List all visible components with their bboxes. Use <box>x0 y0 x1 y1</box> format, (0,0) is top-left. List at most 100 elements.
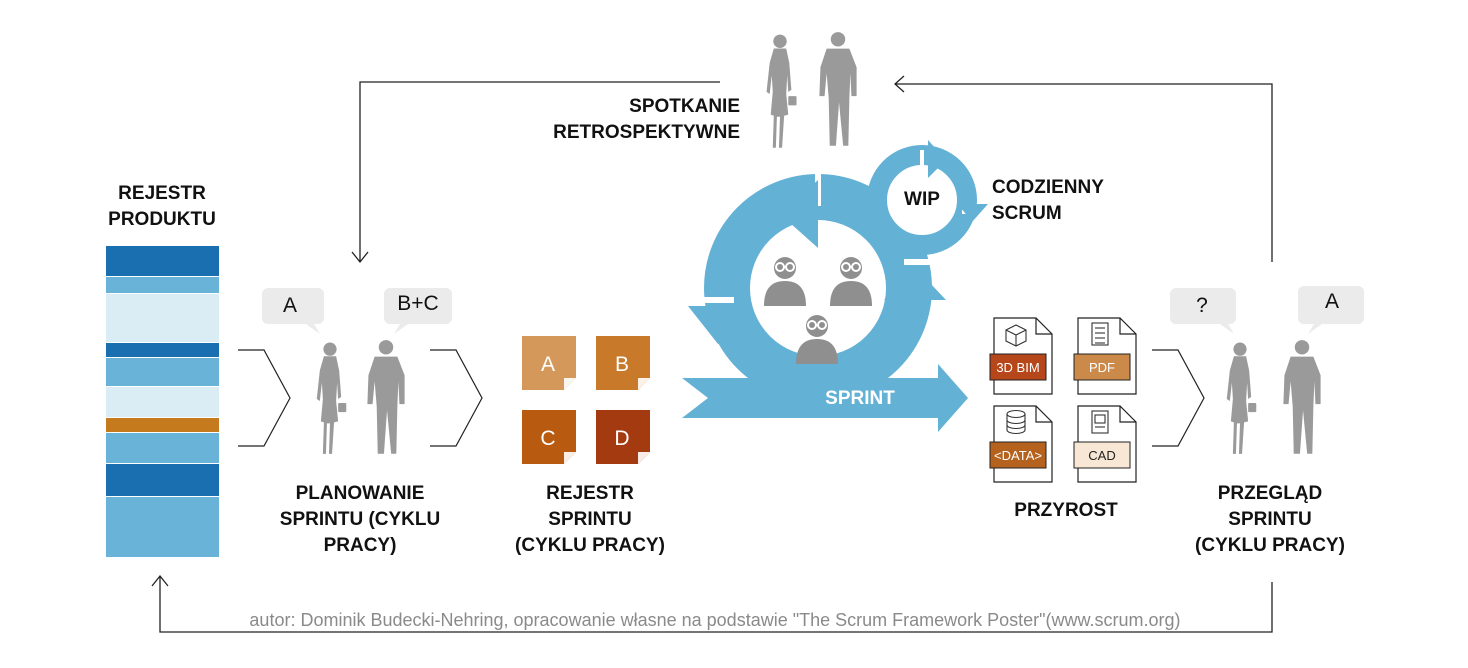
label-line: PRZEGLĄD <box>1217 483 1323 504</box>
label-line: CODZIENNY <box>992 177 1104 198</box>
file-tag-label: PDF <box>1089 360 1115 375</box>
label-line: REJESTR <box>118 183 206 204</box>
sticky-note-body <box>522 336 576 390</box>
increment-file: 3D BIM <box>989 317 1053 395</box>
file-tag <box>989 353 1047 381</box>
sprint-backlog-label: REJESTR SPRINTU (CYKLU PRACY) <box>490 481 690 559</box>
increment-file: PDF <box>1073 317 1137 395</box>
credit-text: autor: Dominik Budecki-Nehring, opracowa… <box>249 610 1181 630</box>
bubble-text-review-right: A <box>1324 290 1339 313</box>
ring-arrowhead-left <box>688 306 752 344</box>
bubble-planning-right <box>384 288 452 334</box>
backlog-item <box>106 246 219 276</box>
label-line: SPRINTU (CYKLU <box>279 509 441 530</box>
sticky-note: A <box>522 336 576 390</box>
planning-arrowhead <box>351 251 369 264</box>
bubble-review-right <box>1298 286 1364 334</box>
retrospective-label: SPOTKANIE RETROSPEKTYWNE <box>540 94 740 146</box>
file-corner <box>1119 318 1136 335</box>
review-man-icon <box>1283 340 1321 454</box>
file-tag <box>989 441 1047 469</box>
file-tag <box>1073 353 1131 381</box>
backlog-item <box>106 433 219 463</box>
sprint-review-label: PRZEGLĄD SPRINTU (CYKLU PRACY) <box>1170 481 1370 559</box>
backlog-item <box>106 387 219 417</box>
retrospective-arrowhead <box>894 75 905 93</box>
chevron-planning-to-sprint-backlog <box>430 349 483 447</box>
database-icon <box>1006 409 1026 435</box>
sticky-note: C <box>522 410 576 464</box>
cube-icon <box>1005 324 1027 347</box>
team-member-icon <box>795 314 839 365</box>
label-line: SPRINTU <box>1228 509 1312 530</box>
label-line: WIP <box>904 189 940 210</box>
bubble-text-planning-right: B+C <box>397 292 439 315</box>
file-corner <box>1119 406 1136 423</box>
sticky-note-fold <box>638 378 650 390</box>
sticky-note-label: D <box>614 427 629 450</box>
sticky-note-label: B <box>615 353 629 376</box>
backlog-item <box>106 358 219 386</box>
sticky-note-fold <box>638 452 650 464</box>
bubble-review-left <box>1170 288 1236 334</box>
label-line: PRZYROST <box>1014 500 1118 521</box>
product-backlog-label: REJESTR PRODUKTU <box>92 181 232 233</box>
backlog-arrowhead <box>151 574 169 587</box>
backlog-item <box>106 343 219 357</box>
review-to-retrospective-line <box>895 83 1273 262</box>
label-line: SCRUM <box>992 203 1062 224</box>
sticky-note-body <box>596 336 650 390</box>
daily-ring-arrowhead-right <box>958 204 988 222</box>
drawing-icon <box>1091 410 1109 434</box>
bubble-text-planning-left: A <box>282 294 297 317</box>
planning-man-icon <box>367 340 405 454</box>
sprint-planning-label: PLANOWANIE SPRINTU (CYKLU PRACY) <box>260 481 460 559</box>
sprint-backlog-items: A B C D <box>522 336 650 464</box>
chevron-increment-to-review <box>1152 349 1205 447</box>
increment-file: CAD <box>1073 405 1137 483</box>
backlog-item <box>106 464 219 496</box>
retrospective-man-icon <box>819 32 857 146</box>
sticky-note-fold <box>564 378 576 390</box>
sticky-note-body <box>522 410 576 464</box>
daily-scrum-label: CODZIENNY SCRUM <box>992 175 1132 227</box>
product-backlog-stack <box>106 246 219 557</box>
label-line: SPOTKANIE <box>629 96 740 117</box>
backlog-item <box>106 277 219 293</box>
ring-arrowhead-right <box>884 266 946 300</box>
backlog-item <box>106 497 219 557</box>
team-member-icon <box>829 256 873 307</box>
label-line: PRODUKTU <box>108 209 216 230</box>
label-line: PRACY) <box>323 535 397 556</box>
sticky-note-label: C <box>540 427 555 450</box>
team-member-icon <box>763 256 807 307</box>
label-line: REJESTR <box>546 483 634 504</box>
file-corner <box>1035 318 1052 335</box>
label-line: RETROSPEKTYWNE <box>553 122 740 143</box>
wip-label: WIP <box>892 187 952 213</box>
planning-woman-icon <box>316 342 347 454</box>
sticky-note: D <box>596 410 650 464</box>
label-line: PLANOWANIE <box>295 483 425 504</box>
sprint-cycle <box>682 140 988 432</box>
document-icon <box>1091 322 1109 346</box>
bubble-planning-left <box>262 288 324 334</box>
label-line: SPRINT <box>825 388 895 409</box>
sticky-note-label: A <box>541 353 555 376</box>
retrospective-woman-icon <box>766 34 797 148</box>
review-to-backlog-line <box>159 576 1273 633</box>
sticky-note-body <box>596 410 650 464</box>
increment-label: PRZYROST <box>986 498 1146 524</box>
sprint-label: SPRINT <box>800 386 920 412</box>
increment-file: <DATA> <box>989 405 1053 483</box>
sprint-timeline-arrow <box>682 364 968 432</box>
label-line: (CYKLU PRACY) <box>515 535 665 556</box>
sticky-note-fold <box>564 452 576 464</box>
label-line: SPRINTU <box>548 509 632 530</box>
file-tag <box>1073 441 1131 469</box>
backlog-item <box>106 418 219 432</box>
ring-arrowhead-top <box>780 180 818 248</box>
retrospective-to-planning-line <box>359 81 720 262</box>
bubble-text-review-left: ? <box>1196 294 1208 317</box>
